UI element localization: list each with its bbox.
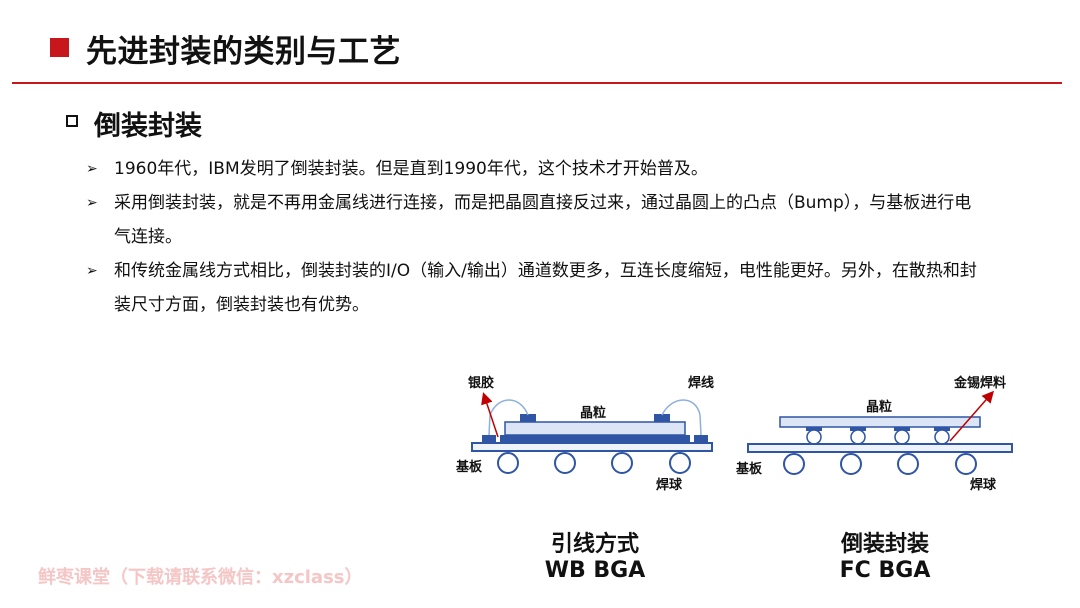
fc-caption: 倒装封装 FC BGA [810,532,960,584]
bullet-item: ➢ 采用倒装封装，就是不再用金属线进行连接，而是把晶圆直接反过来，通过晶圆上的凸… [86,186,986,254]
wb-label-silver-glue: 银胶 [468,375,494,391]
bullet-text: 1960年代，IBM发明了倒装封装。但是直到1990年代，这个技术才开始普及。 [114,159,708,179]
fc-die [779,416,981,428]
arrow-bullet-icon: ➢ [86,195,98,211]
wb-bga-diagram: 银胶 焊线 晶粒 基板 焊球 [455,375,714,493]
fc-bump [934,427,950,445]
fc-label-substrate: 基板 [735,461,763,477]
fc-solder-ball [840,453,862,475]
wb-solder-ball [497,452,519,474]
wb-label-wire: 焊线 [688,375,714,391]
wb-substrate-pad [482,435,496,443]
fc-caption-cn: 倒装封装 [840,532,929,557]
wb-solder-ball [611,452,633,474]
bullet-item: ➢ 和传统金属线方式相比，倒装封装的I/O（输入/输出）通道数更多，互连长度缩短… [86,254,986,322]
wb-label-ball: 焊球 [656,477,683,493]
fc-substrate [747,443,1013,453]
title-bullet-square [50,38,69,57]
fc-solder-ball [783,453,805,475]
wb-glue-layer [500,435,690,443]
fc-label-solder: 金锡焊料 [953,375,1006,391]
wb-die [504,421,686,436]
wb-label-die: 晶粒 [580,405,606,421]
wb-substrate-pad [694,435,708,443]
arrow-bullet-icon: ➢ [86,263,98,279]
bullet-item: ➢ 1960年代，IBM发明了倒装封装。但是直到1990年代，这个技术才开始普及… [86,152,986,186]
fc-bump [806,427,822,445]
fc-bump [894,427,910,445]
wb-caption: 引线方式 WB BGA [520,532,670,584]
fc-solder-ball [897,453,919,475]
fc-bga-diagram: 金锡焊料 晶粒 基板 焊球 [735,375,1013,493]
fc-solder-ball [955,453,977,475]
bullet-text: 和传统金属线方式相比，倒装封装的I/O（输入/输出）通道数更多，互连长度缩短，电… [114,261,977,315]
wb-caption-en: WB BGA [544,558,646,583]
watermark-text: 鲜枣课堂（下载请联系微信：xzclass） [38,567,363,588]
wb-solder-ball [554,452,576,474]
wb-die-pad [520,414,536,422]
section-title: 倒装封装 [94,111,202,142]
fc-label-ball: 焊球 [970,477,997,493]
wb-arrow [481,392,499,438]
fc-caption-en: FC BGA [839,558,931,583]
page-title: 先进封装的类别与工艺 [86,34,401,70]
wb-substrate [471,442,713,452]
section-bullet-square [66,115,78,127]
title-divider [12,82,1062,84]
wb-solder-ball [669,452,691,474]
wb-caption-cn: 引线方式 [550,532,639,557]
fc-bump [850,427,866,445]
wb-die-pad [654,414,670,422]
fc-label-die: 晶粒 [866,399,892,415]
arrow-bullet-icon: ➢ [86,161,98,177]
fc-arrow [949,390,994,442]
wb-bond-wire [661,399,702,436]
bullet-text: 采用倒装封装，就是不再用金属线进行连接，而是把晶圆直接反过来，通过晶圆上的凸点（… [114,193,972,247]
wb-label-substrate: 基板 [455,459,483,475]
bullet-list: ➢ 1960年代，IBM发明了倒装封装。但是直到1990年代，这个技术才开始普及… [86,152,986,322]
